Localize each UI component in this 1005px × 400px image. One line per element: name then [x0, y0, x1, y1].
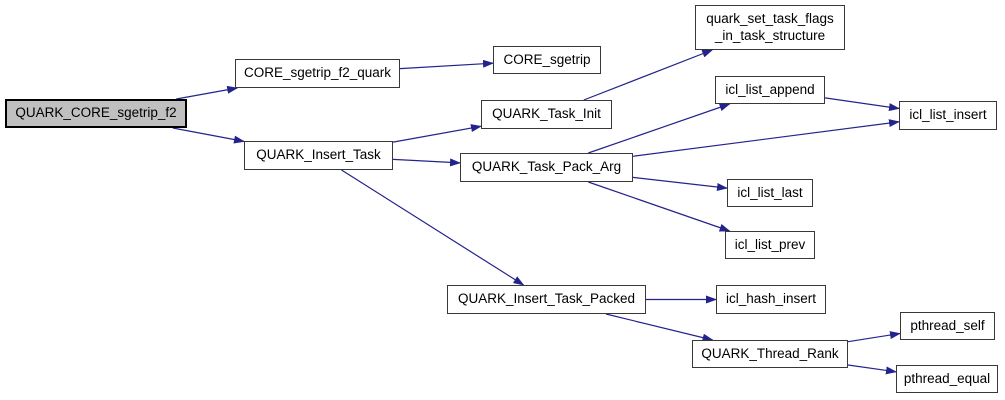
node-label: quark_set_task_flags: [706, 11, 834, 27]
node-label: icl_hash_insert: [725, 291, 817, 307]
node-quark_thread_rank[interactable]: QUARK_Thread_Rank: [692, 340, 848, 368]
node-quark_task_init[interactable]: QUARK_Task_Init: [481, 100, 612, 129]
node-core_sgetrip[interactable]: CORE_sgetrip: [493, 46, 601, 74]
edge-core_sgetrip_f2_quark-to-core_sgetrip: [399, 59, 494, 70]
node-label: pthread_equal: [903, 370, 991, 386]
node-label: icl_list_insert: [909, 107, 987, 123]
node-icl_list_last[interactable]: icl_list_last: [727, 179, 813, 207]
node-label: QUARK_CORE_sgetrip_f2: [15, 105, 177, 121]
node-label: icl_list_prev: [734, 236, 806, 252]
edge-quark_insert_task-to-quark_task_pack_arg: [392, 158, 461, 167]
node-label: QUARK_Insert_Task_Packed: [457, 291, 636, 307]
node-quark_set_task_flags_in_task_structure[interactable]: quark_set_task_flags_in_task_structure: [695, 5, 845, 50]
edge-quark_insert_task_packed-to-quark_thread_rank: [605, 313, 714, 342]
node-icl_hash_insert[interactable]: icl_hash_insert: [716, 285, 826, 314]
edge-quark_insert_task-to-quark_insert_task_packed: [341, 169, 525, 286]
edge-icl_list_append-to-icl_list_insert: [824, 97, 900, 112]
node-icl_list_append[interactable]: icl_list_append: [715, 76, 825, 104]
node-quark_task_pack_arg[interactable]: QUARK_Task_Pack_Arg: [460, 153, 633, 182]
node-label: pthread_self: [910, 317, 985, 333]
node-label: CORE_sgetrip_f2_quark: [243, 65, 392, 81]
node-label: QUARK_Insert_Task: [256, 147, 381, 163]
edge-quark_task_pack_arg-to-icl_list_prev: [588, 181, 731, 232]
edge-quark_core_sgetrip_f2-to-core_sgetrip_f2_quark: [176, 85, 239, 100]
node-icl_list_prev[interactable]: icl_list_prev: [725, 231, 815, 259]
node-pthread_equal[interactable]: pthread_equal: [896, 365, 998, 393]
node-label: QUARK_Task_Pack_Arg: [471, 159, 622, 175]
edge-quark_thread_rank-to-pthread_equal: [847, 364, 897, 375]
edge-quark_task_init-to-quark_set_task_flags_in_task_structure: [583, 49, 714, 101]
edge-quark_core_sgetrip_f2-to-quark_insert_task: [172, 127, 245, 144]
edge-quark_task_pack_arg-to-icl_list_insert: [632, 119, 900, 157]
node-pthread_self[interactable]: pthread_self: [900, 312, 995, 340]
node-label: QUARK_Task_Init: [492, 106, 601, 122]
node-label: icl_list_append: [725, 81, 815, 97]
node-quark_insert_task[interactable]: QUARK_Insert_Task: [244, 141, 393, 170]
node-icl_list_insert[interactable]: icl_list_insert: [899, 101, 997, 130]
node-label-line2: _in_task_structure: [714, 27, 826, 43]
edge-quark_task_pack_arg-to-icl_list_last: [632, 176, 728, 191]
node-quark_core_sgetrip_f2[interactable]: QUARK_CORE_sgetrip_f2: [5, 99, 187, 128]
node-label: icl_list_last: [737, 184, 803, 200]
node-core_sgetrip_f2_quark[interactable]: CORE_sgetrip_f2_quark: [235, 59, 400, 88]
edge-quark_thread_rank-to-pthread_self: [847, 331, 901, 343]
node-quark_insert_task_packed[interactable]: QUARK_Insert_Task_Packed: [447, 285, 646, 314]
edge-quark_insert_task-to-quark_task_init: [392, 124, 482, 143]
edge-quark_task_pack_arg-to-icl_list_append: [588, 103, 731, 154]
node-label: CORE_sgetrip: [503, 51, 591, 67]
node-label: QUARK_Thread_Rank: [701, 345, 839, 361]
